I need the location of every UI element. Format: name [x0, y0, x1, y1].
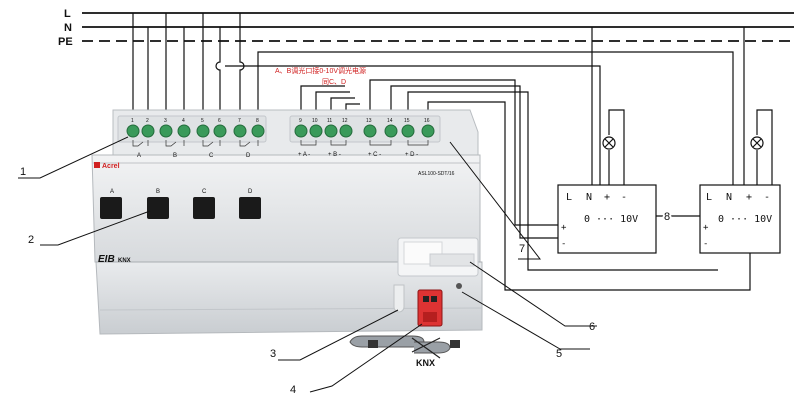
callout-7: 7: [519, 243, 525, 255]
bus-label-pe: PE: [58, 36, 73, 48]
knx-connector-label: KNX: [416, 358, 435, 368]
button-label-a: A: [110, 189, 114, 195]
callout-3: 3: [270, 348, 276, 360]
left-terminal-block: 1 2 3 4 5 6 7 8 A B C D: [117, 115, 267, 159]
terminal-screw-6[interactable]: [213, 124, 227, 138]
channel-label-a: A: [137, 153, 141, 159]
terminal-screw-4[interactable]: [177, 124, 191, 138]
terminal-screw-9[interactable]: [294, 124, 308, 138]
terminal-screw-15[interactable]: [401, 124, 415, 138]
knx-mark: KNX: [118, 258, 131, 264]
terminal-number-6: 6: [218, 118, 221, 124]
button-label-b: B: [156, 189, 160, 195]
channel-button-c[interactable]: [193, 197, 215, 219]
brand-name: Acrel: [102, 163, 120, 170]
annotation-dimming-note: A、B调光口接0-10V调光电源: [275, 66, 366, 75]
callout-1: 1: [20, 166, 26, 178]
driver-1-range: 0 ··· 10V: [584, 214, 638, 225]
terminal-screw-16[interactable]: [421, 124, 435, 138]
terminal-number-13: 13: [366, 118, 372, 124]
bus-label-l: L: [64, 8, 71, 20]
driver-1-input-minus: -: [561, 239, 566, 249]
terminal-number-16: 16: [424, 118, 430, 124]
model-number: ASL100-SDT/16: [418, 171, 455, 177]
dimming-driver-1: L N + - 0 ··· 10V + -: [557, 184, 657, 254]
terminal-screw-14[interactable]: [384, 124, 398, 138]
callout-8: 8: [664, 211, 670, 223]
callout-4: 4: [290, 384, 296, 396]
terminal-screw-2[interactable]: [141, 124, 155, 138]
programming-button[interactable]: [393, 284, 405, 313]
annotation-dimming-note-2: 同C、D: [322, 78, 346, 86]
bus-lines: L N PE: [58, 8, 794, 48]
terminal-number-11: 11: [327, 118, 332, 124]
terminal-screw-3[interactable]: [159, 124, 173, 138]
terminal-number-10: 10: [312, 118, 318, 124]
button-label-c: C: [202, 189, 207, 195]
driver-1-terminal-minus: -: [621, 192, 627, 203]
channel-button-d[interactable]: [239, 197, 261, 219]
right-terminal-block: 9 10 11 12 13 14 15 16 + A - + B - + C -…: [289, 115, 441, 158]
channel-label-d: D: [246, 153, 251, 159]
driver-2-terminal-plus: +: [746, 192, 752, 203]
button-label-d: D: [248, 189, 253, 195]
driver-2-terminal-l: L: [706, 192, 712, 203]
driver-2-input-minus: -: [703, 239, 708, 249]
dim-channel-label-d: + D -: [405, 152, 418, 158]
terminal-number-1: 1: [131, 118, 134, 124]
dimmer-module: 1 2 3 4 5 6 7 8 A B C D: [91, 109, 483, 335]
terminal-number-15: 15: [404, 118, 410, 124]
terminal-screw-7[interactable]: [233, 124, 247, 138]
terminal-number-3: 3: [164, 118, 167, 124]
callout-5: 5: [556, 348, 562, 360]
channel-label-b: B: [173, 153, 177, 159]
bus-label-n: N: [64, 22, 72, 34]
lamp-2: [750, 136, 764, 150]
driver-2-terminal-minus: -: [764, 192, 770, 203]
terminal-number-9: 9: [299, 118, 302, 124]
terminal-screw-5[interactable]: [196, 124, 210, 138]
programming-led: [456, 283, 462, 289]
dim-channel-label-b: + B -: [328, 152, 341, 158]
channel-buttons: A B C D: [100, 189, 261, 219]
driver-1-terminal-l: L: [566, 192, 572, 203]
terminal-number-8: 8: [256, 118, 259, 124]
callout-6: 6: [589, 321, 595, 333]
terminal-number-7: 7: [238, 118, 241, 124]
channel-button-b[interactable]: [147, 197, 169, 219]
terminal-number-12: 12: [342, 118, 348, 124]
channel-button-a[interactable]: [100, 197, 122, 219]
terminal-screw-1[interactable]: [126, 124, 140, 138]
driver-2-range: 0 ··· 10V: [718, 214, 772, 225]
wires: [132, 13, 773, 291]
driver-1-input-plus: +: [561, 223, 567, 233]
terminal-screw-10[interactable]: [309, 124, 323, 138]
acrel-logo: [94, 162, 100, 168]
callouts: [18, 136, 597, 393]
knx-connector: KNX: [349, 335, 460, 368]
terminal-screw-11[interactable]: [324, 124, 338, 138]
terminal-screw-13[interactable]: [363, 124, 377, 138]
driver-1-terminal-n: N: [586, 192, 592, 203]
lamp-1: [602, 136, 616, 150]
channel-label-c: C: [209, 153, 214, 159]
driver-2-input-plus: +: [703, 223, 709, 233]
terminal-screw-8[interactable]: [251, 124, 265, 138]
terminal-screw-12[interactable]: [339, 124, 353, 138]
dim-channel-label-a: + A -: [298, 152, 310, 158]
terminal-number-5: 5: [201, 118, 204, 124]
terminal-number-14: 14: [387, 118, 393, 124]
driver-1-terminal-plus: +: [604, 192, 610, 203]
driver-2-terminal-n: N: [726, 192, 732, 203]
terminal-number-4: 4: [182, 118, 185, 124]
terminal-number-2: 2: [146, 118, 149, 124]
dim-channel-label-c: + C -: [368, 152, 381, 158]
callout-2: 2: [28, 234, 34, 246]
eib-mark: EIB: [98, 254, 115, 265]
dimming-driver-2: L N + - 0 ··· 10V + -: [699, 184, 781, 254]
